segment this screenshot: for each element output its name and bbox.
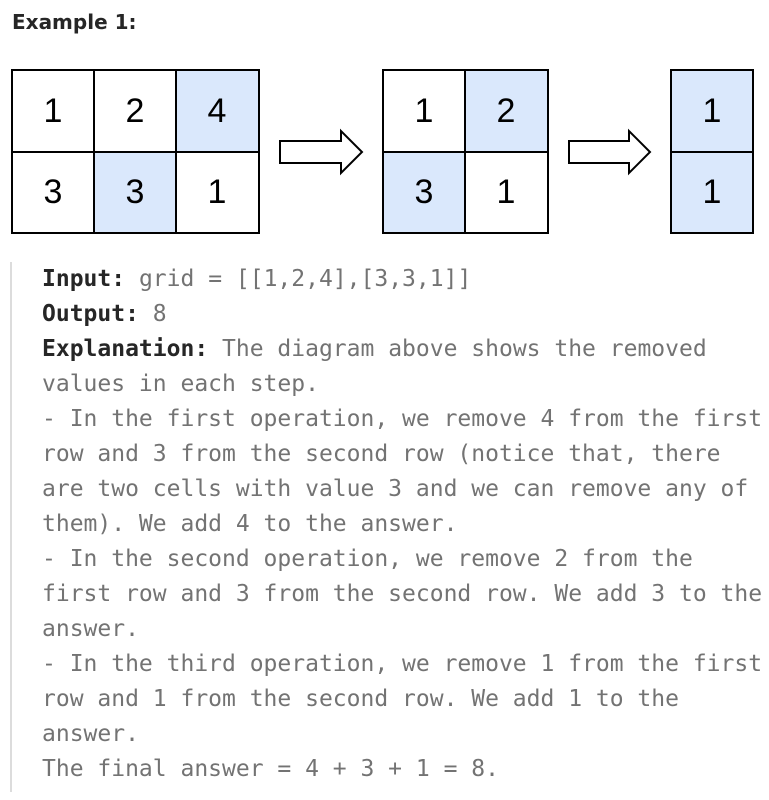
grid-3-value-0-0: 1 [703, 92, 722, 130]
grid-3-cell-1-0 [670, 151, 754, 234]
grid-1-value-0-0: 1 [44, 92, 63, 130]
grid-2-value-1-0: 3 [415, 173, 434, 211]
grid-2-value-1-1: 1 [497, 173, 516, 211]
example-block: Input: grid = [[1,2,4],[3,3,1]] Output: … [10, 262, 769, 792]
grid-1-value-0-2: 4 [208, 92, 227, 130]
example-text: Input: grid = [[1,2,4],[3,3,1]] Output: … [42, 262, 764, 787]
grid-1-value-0-1: 2 [126, 92, 145, 130]
grid-1-value-1-1: 3 [126, 173, 145, 211]
explanation-step-3: - In the third operation, we remove 1 fr… [42, 651, 763, 747]
grid-1-cell-0-1 [93, 69, 177, 153]
grid-step-1: 1 2 4 3 3 1 [11, 69, 260, 234]
explanation-label: Explanation: [42, 336, 209, 362]
grid-step-3: 1 1 [670, 69, 754, 234]
input-value: grid = [[1,2,4],[3,3,1]] [138, 266, 472, 292]
example-heading: Example 1: [12, 10, 137, 34]
grid-1-value-1-2: 1 [208, 173, 227, 211]
grid-2-value-0-1: 2 [497, 92, 516, 130]
grid-step-2: 1 2 3 1 [382, 69, 549, 234]
grid-diagram: 1 2 4 3 3 1 1 2 3 1 1 1 [11, 69, 754, 234]
input-label: Input: [42, 266, 126, 292]
output-value: 8 [152, 301, 167, 327]
explanation-intro: The diagram above shows the removed valu… [42, 336, 721, 397]
grid-2-cell-1-0 [382, 151, 466, 234]
grid-3-cell-0-0 [670, 69, 754, 153]
output-label: Output: [42, 301, 139, 327]
explanation-step-2: - In the second operation, we remove 2 f… [42, 546, 763, 642]
grid-1-value-1-0: 3 [44, 173, 63, 211]
arrow-right-icon [568, 128, 652, 176]
final-answer: The final answer = 4 + 3 + 1 = 8. [42, 756, 499, 782]
grid-1-cell-0-0 [11, 69, 95, 153]
grid-1-cell-1-1 [93, 151, 177, 234]
arrow-right-icon [279, 128, 364, 176]
grid-2-value-0-0: 1 [415, 92, 434, 130]
grid-2-cell-0-1 [464, 69, 549, 153]
grid-1-cell-1-2 [175, 151, 260, 234]
grid-3-value-1-0: 1 [703, 173, 722, 211]
explanation-step-1: - In the first operation, we remove 4 fr… [42, 406, 763, 537]
grid-2-cell-1-1 [464, 151, 549, 234]
